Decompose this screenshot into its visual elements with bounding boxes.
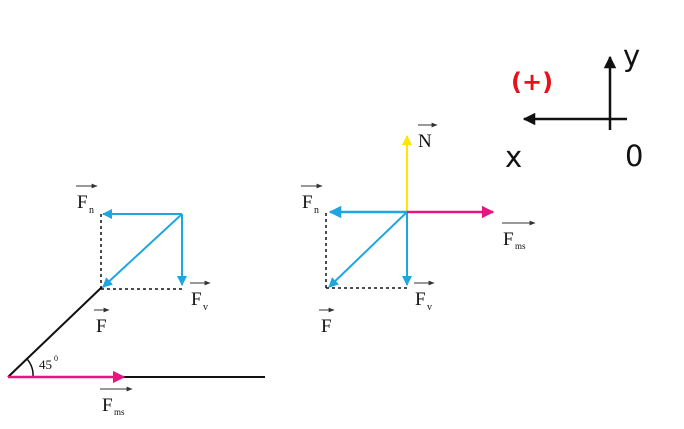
angle-label: 45 0 [39,354,58,372]
mid-Fv-sub: v [427,302,432,313]
axis-y-label: y [623,39,640,73]
left-F-text: F [96,316,107,337]
coordinate-axes: y x 0 (+) [505,39,643,174]
left-Fn-text: F [77,192,88,213]
mid-N-text: N [418,131,432,152]
left-Fms-label: F ms [100,386,133,417]
left-Fms-text: F [102,395,113,416]
mid-Fv-label: F v [414,280,435,313]
angle-sup: 0 [54,354,58,363]
mid-Fv-text: F [415,289,426,310]
mid-Fms-sub: ms [515,241,526,251]
left-Fn-label: F n [76,183,98,216]
angle-text: 45 [39,357,52,372]
axis-origin-label: 0 [625,139,643,173]
left-Fv-label: F v [190,280,211,313]
incline-rod [7,286,103,378]
mid-F-arrow [328,211,408,288]
left-diagram: F n F v F 45 0 F ms [7,183,265,417]
mid-Fn-text: F [302,192,313,213]
left-Fn-sub: n [89,205,94,216]
middle-diagram: N F n F v F F ms [301,122,536,337]
left-Fms-sub: ms [114,407,125,417]
left-F-label: F [94,307,110,337]
axis-x-label: x [505,140,522,174]
mid-Fms-label: F ms [502,220,536,251]
mid-Fn-label: F n [301,183,323,216]
mid-F-text: F [321,316,332,337]
mid-Fn-sub: n [314,205,319,216]
left-Fv-sub: v [203,302,208,313]
mid-F-label: F [319,307,335,337]
angle-arc [26,358,34,378]
left-Fv-text: F [191,289,202,310]
left-F-arrow [102,213,183,288]
mid-Fms-text: F [503,229,514,250]
positive-direction-label: (+) [511,68,553,96]
mid-N-label: N [418,122,438,152]
